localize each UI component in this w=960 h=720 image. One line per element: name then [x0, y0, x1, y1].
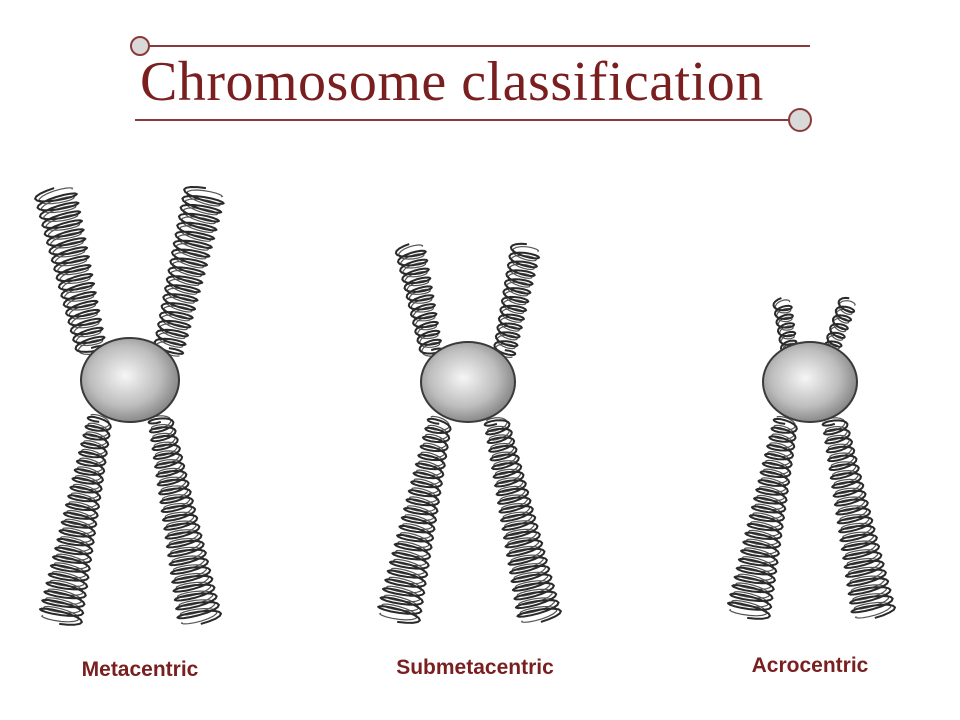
- chromatid-coil: [772, 297, 799, 355]
- page-title: Chromosome classification: [140, 51, 764, 113]
- chromatid-coil: [39, 415, 112, 626]
- title-rule-top-knob: [130, 36, 150, 56]
- title-block: Chromosome classification: [0, 0, 960, 140]
- chromatid-coil-inner: [149, 415, 218, 625]
- title-rule-bottom-knob: [788, 108, 812, 132]
- chromatid-coil-inner: [728, 415, 797, 617]
- chromatid-coil: [493, 242, 541, 357]
- chromatid-coil: [147, 417, 222, 625]
- acrocentric-chromosome-icon: [727, 296, 896, 620]
- centromere-icon: [420, 341, 516, 423]
- metacentric-chromosome-icon: [34, 186, 225, 626]
- chromatid-coil: [821, 419, 896, 619]
- chromatid-coil-inner: [40, 413, 111, 623]
- chromatid-coil-inner: [485, 417, 558, 623]
- chromatid-coil-inner: [823, 417, 892, 619]
- centromere-icon: [80, 337, 180, 423]
- chromatid-coil: [34, 187, 108, 353]
- chromatid-coil-inner: [155, 189, 224, 357]
- label-metacentric: Metacentric: [81, 658, 199, 681]
- title-rules: [130, 36, 812, 132]
- chromosome-diagram: [34, 186, 896, 626]
- chromatid-coil: [394, 243, 444, 355]
- chromatid-coil-inner: [398, 244, 442, 357]
- label-submetacentric: Submetacentric: [396, 656, 554, 679]
- chromatid-coil: [153, 186, 225, 355]
- chromatid-coil-inner: [494, 246, 540, 359]
- chromatid-coil: [483, 419, 562, 623]
- centromere-icon: [762, 341, 858, 423]
- submetacentric-chromosome-icon: [377, 242, 562, 624]
- chromatid-coil-inner: [824, 300, 856, 359]
- chromatid-coil-inner: [38, 187, 105, 356]
- chromatid-coil-inner: [378, 415, 450, 621]
- label-acrocentric: Acrocentric: [751, 654, 869, 677]
- chromatid-coil: [823, 296, 856, 357]
